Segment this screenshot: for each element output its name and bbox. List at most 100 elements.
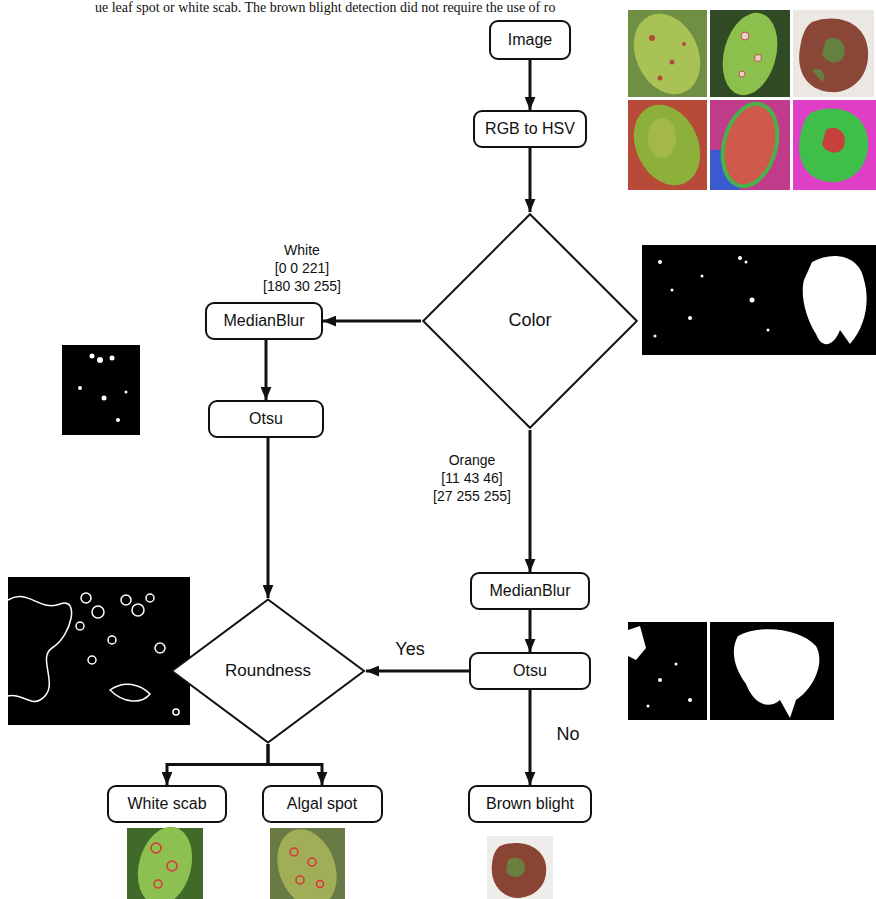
label-line: [11 43 46] xyxy=(433,469,511,487)
spot xyxy=(670,60,675,65)
leaf-patch xyxy=(812,69,824,82)
leaf xyxy=(621,3,713,105)
mask-dot xyxy=(102,396,107,401)
color-mask xyxy=(642,245,876,355)
mask-dot xyxy=(688,316,692,320)
mask-blob xyxy=(628,626,646,660)
leaf xyxy=(492,843,546,898)
mask-dot xyxy=(125,391,128,394)
process-box: White scab xyxy=(107,785,227,823)
mask-dot xyxy=(767,329,770,332)
leaf xyxy=(799,18,868,92)
flow-arrow xyxy=(265,340,268,400)
contour-image xyxy=(8,577,190,725)
node-label: Brown blight xyxy=(486,794,574,813)
spot xyxy=(682,42,686,46)
mask-dot xyxy=(110,356,115,361)
leaf xyxy=(799,108,868,182)
contour xyxy=(76,622,84,630)
contour xyxy=(88,656,96,664)
detection-circle xyxy=(308,858,316,866)
diamond-outline xyxy=(423,214,637,428)
mask-dot xyxy=(745,261,748,264)
spot xyxy=(741,32,749,40)
hsv-image xyxy=(793,100,876,190)
leaf-patch xyxy=(506,858,525,877)
label-line: [27 255 255] xyxy=(433,487,511,505)
edge-label: White [0 0 221] [180 30 255] xyxy=(261,241,343,296)
mask-blob xyxy=(734,629,820,718)
decision-diamond: Roundness xyxy=(170,598,366,744)
photo-ground xyxy=(793,100,876,190)
node-label: Algal spot xyxy=(287,794,357,813)
contour xyxy=(81,593,91,603)
leaf-photo xyxy=(267,821,347,899)
leaf xyxy=(267,821,347,899)
process-box: Otsu xyxy=(208,400,324,438)
flow-arrow xyxy=(167,744,268,785)
leaf-photo xyxy=(621,3,713,105)
leaf-patch xyxy=(648,118,676,158)
node-label: Color xyxy=(508,310,551,332)
mask-dot xyxy=(750,298,755,303)
node-label: Roundness xyxy=(225,661,311,681)
mask-dot xyxy=(90,354,95,359)
label-line: No xyxy=(556,723,579,746)
spot xyxy=(658,76,663,81)
leaf xyxy=(621,94,713,196)
contour xyxy=(132,604,144,616)
mask-dot xyxy=(647,705,650,708)
spot xyxy=(755,55,762,62)
mask-dot xyxy=(658,260,662,264)
leaf xyxy=(714,7,786,102)
mask-blob xyxy=(803,256,867,344)
photo-ground xyxy=(487,836,553,899)
spot xyxy=(739,71,745,77)
leaf-photo xyxy=(710,7,790,102)
label-line: [180 30 255] xyxy=(263,277,341,295)
process-box: Algal spot xyxy=(262,785,383,823)
contour xyxy=(173,709,179,715)
mask-dot xyxy=(701,275,704,278)
detection-circle xyxy=(167,861,177,871)
mask-dot xyxy=(675,663,678,666)
leaf-photo xyxy=(127,821,203,899)
process-box: MedianBlur xyxy=(470,572,590,610)
leaf-photo xyxy=(793,10,874,97)
contour xyxy=(108,636,116,644)
mask-ground xyxy=(62,345,140,435)
page-text: ue leaf spot or white scab. The brown bl… xyxy=(95,0,555,16)
contour xyxy=(155,643,165,653)
flow-arrow xyxy=(529,690,532,785)
process-box: MedianBlur xyxy=(205,302,323,340)
detection-circle xyxy=(290,848,298,856)
process-box: Image xyxy=(489,20,571,60)
process-box: RGB to HSV xyxy=(473,110,587,148)
detection-circle xyxy=(296,876,304,884)
contour xyxy=(8,597,72,702)
otsu-mask xyxy=(628,622,707,720)
node-label: White scab xyxy=(127,794,206,813)
photo-ground xyxy=(793,10,874,97)
otsu-mask xyxy=(62,345,140,435)
detection-circle xyxy=(154,880,162,888)
leaf-patch xyxy=(822,38,845,63)
detection-circle xyxy=(317,881,324,888)
flow-arrow xyxy=(267,438,270,598)
edge-label: Orange [11 43 46] [27 255 255] xyxy=(431,451,513,506)
contour xyxy=(121,595,131,605)
flow-arrow xyxy=(323,320,421,323)
mask-ground xyxy=(628,622,707,720)
mask-dot xyxy=(78,386,82,390)
process-box: Otsu xyxy=(469,652,591,690)
node-label: Otsu xyxy=(249,409,283,428)
mask-ground xyxy=(642,245,876,355)
label-line: Orange xyxy=(433,451,511,469)
node-label: MedianBlur xyxy=(490,581,571,600)
node-label: MedianBlur xyxy=(224,311,305,330)
contour xyxy=(146,594,154,602)
otsu-mask xyxy=(710,622,834,720)
detection-circle xyxy=(151,843,161,853)
flow-arrow xyxy=(529,610,532,652)
